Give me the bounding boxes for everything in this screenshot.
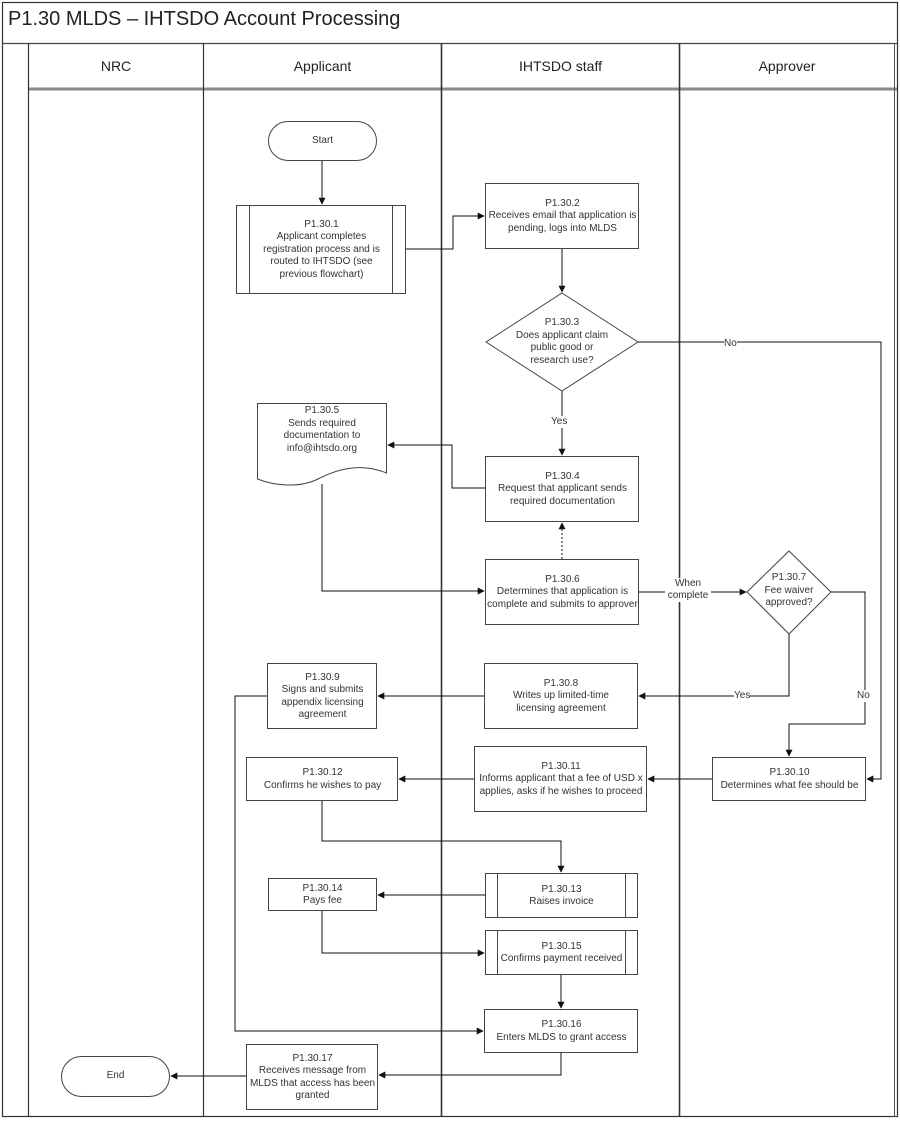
node-p1-30-8[interactable]	[484, 663, 638, 729]
node-p1-30-15[interactable]	[485, 930, 638, 975]
node-p1-30-2[interactable]	[485, 183, 639, 249]
end-terminator[interactable]	[61, 1056, 170, 1097]
edge-n12-n13	[321, 801, 565, 873]
node-p1-30-13[interactable]	[485, 873, 638, 918]
node-p1-30-4[interactable]	[485, 456, 639, 522]
lane-header-ihtsdo-staff: IHTSDO staff	[519, 58, 602, 74]
edge-label-n3-no: No	[724, 338, 737, 350]
edge-label-n6-n7: When complete	[665, 578, 711, 602]
node-p1-30-5[interactable]	[257, 403, 387, 486]
edge-label-n7-no: No	[857, 690, 870, 702]
edge-n16-n17	[378, 1053, 562, 1079]
lane-header-applicant: Applicant	[293, 58, 352, 74]
node-p1-30-11[interactable]	[474, 746, 647, 812]
start-terminator[interactable]	[268, 121, 377, 161]
node-p1-30-12[interactable]	[246, 757, 398, 801]
edge-n4-n5	[387, 441, 485, 489]
node-p1-30-6[interactable]	[485, 559, 639, 625]
edge-n5-n6	[321, 484, 485, 595]
lane-header-nrc: NRC	[100, 58, 132, 74]
edge-n14-n15	[321, 911, 485, 957]
edge-label-n3-yes: Yes	[551, 416, 568, 428]
edge-n7-n10-no	[785, 591, 866, 757]
lane-header-approver: Approver	[758, 58, 816, 74]
edge-n7-n8-yes	[638, 634, 790, 700]
node-p1-30-1[interactable]	[236, 205, 406, 294]
edge-n3-n10-no	[638, 341, 882, 783]
node-p1-30-10[interactable]	[712, 757, 866, 801]
node-p1-30-16[interactable]	[484, 1009, 638, 1053]
node-p1-30-14[interactable]	[268, 878, 377, 911]
diagram-title: P1.30 MLDS – IHTSDO Account Processing	[8, 8, 401, 30]
node-p1-30-9[interactable]	[267, 663, 377, 729]
edge-label-n7-yes: Yes	[734, 690, 751, 702]
node-p1-30-17[interactable]	[246, 1044, 378, 1110]
edge-n9-n16	[234, 695, 484, 1035]
edge-n1-n2	[406, 212, 485, 250]
